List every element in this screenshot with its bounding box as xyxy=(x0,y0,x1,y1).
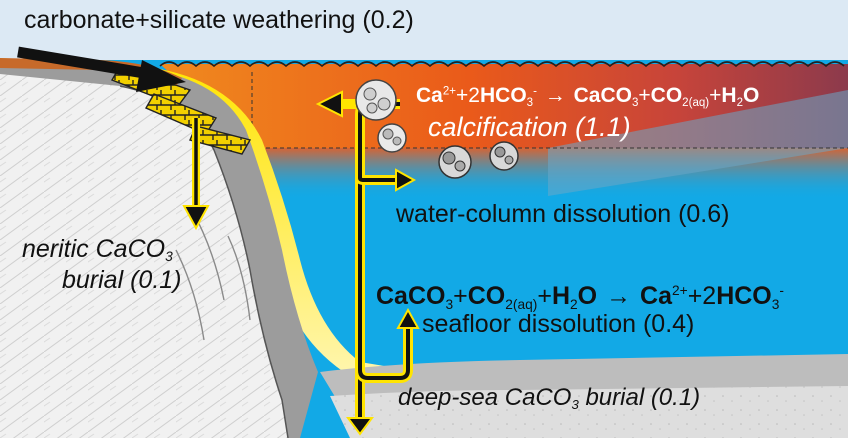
weathering-arrow xyxy=(17,46,151,80)
plankton-shells xyxy=(355,79,519,179)
calcification-equation: Ca2++2HCO3- → CaCO3+CO2(aq)+H2O xyxy=(416,84,760,110)
dissolution-equation: CaCO3+CO2(aq)+H2O → Ca2++2HCO3- xyxy=(376,282,785,312)
shell-icon xyxy=(489,141,519,171)
deep-sea-burial-label: deep-sea CaCO3 burial (0.1) xyxy=(398,384,701,412)
neritic-burial-label-line2: burial (0.1) xyxy=(62,266,182,294)
seafloor-dissolution-label: seafloor dissolution (0.4) xyxy=(422,310,695,338)
coccolith-icon xyxy=(355,79,397,121)
land-soil xyxy=(0,58,182,86)
shell-icon xyxy=(438,145,472,179)
sea-surface xyxy=(159,61,845,68)
continental-rock xyxy=(0,74,288,438)
light-wedge xyxy=(548,90,848,196)
weathering-arrowhead xyxy=(136,60,186,92)
calcification-label: calcification (1.1) xyxy=(428,112,631,142)
neritic-burial-arrow xyxy=(182,118,210,231)
neritic-burial-label-line1: neritic CaCO3 xyxy=(22,235,173,265)
weathering-label: carbonate+silicate weathering (0.2) xyxy=(24,6,414,34)
foraminifera-icon xyxy=(377,123,407,153)
water-column-dissolution-label: water-column dissolution (0.6) xyxy=(396,200,730,228)
seafloor-rock xyxy=(330,386,848,438)
